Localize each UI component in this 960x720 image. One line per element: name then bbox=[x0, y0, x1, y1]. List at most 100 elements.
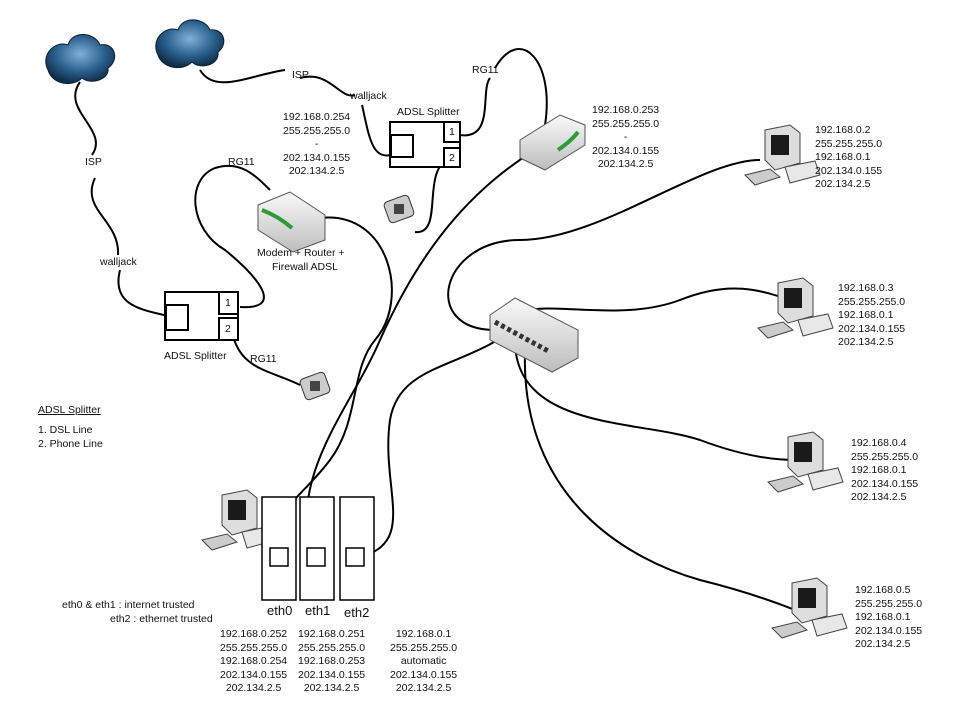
config-line: 192.168.0.1 bbox=[838, 309, 894, 321]
config-line: 255.255.255.0 bbox=[390, 641, 458, 654]
eth0-label: eth0 bbox=[267, 603, 293, 618]
internet-cloud-icon bbox=[45, 34, 116, 85]
adsl-splitter-left bbox=[164, 291, 239, 341]
config-line: 192.168.0.254 bbox=[220, 655, 288, 667]
port-label: 1 bbox=[225, 297, 231, 309]
config-line: 255.255.255.0 bbox=[815, 137, 883, 150]
port-label: 1 bbox=[449, 126, 455, 138]
config-line: 255.255.255.0 bbox=[838, 295, 906, 308]
cable-switch-pc4 bbox=[523, 349, 796, 611]
walljack-label: walljack bbox=[350, 90, 387, 102]
config-line: 192.168.0.2 bbox=[815, 124, 871, 136]
config-line: 202.134.2.5 bbox=[225, 682, 282, 694]
eth2-label: eth2 bbox=[344, 605, 370, 620]
config-line: - bbox=[314, 138, 319, 150]
cable-isp-top bbox=[199, 69, 286, 84]
config-line: 202.134.0.155 bbox=[815, 164, 883, 177]
config-line: 255.255.255.0 bbox=[592, 117, 660, 130]
eth1-label: eth1 bbox=[305, 603, 331, 618]
config-line: automatic bbox=[400, 655, 447, 667]
eth-note: eth0 & eth1 : internet trusted bbox=[62, 599, 195, 611]
port-label: 2 bbox=[225, 323, 231, 335]
config-line: 192.168.0.1 bbox=[395, 628, 452, 640]
config-line: 255.255.255.0 bbox=[283, 124, 351, 137]
config-line: 192.168.0.1 bbox=[815, 151, 871, 163]
config-line: 202.134.0.155 bbox=[390, 668, 458, 681]
rg11-label: RG11 bbox=[228, 156, 255, 168]
port-label: 2 bbox=[449, 152, 455, 164]
cable-switch-pc3 bbox=[514, 344, 796, 461]
computer-icon bbox=[744, 124, 821, 186]
config-line: 202.134.2.5 bbox=[855, 638, 911, 650]
router-icon bbox=[519, 114, 586, 171]
telephone-icon bbox=[383, 194, 415, 224]
modem-label: Firewall ADSL bbox=[272, 261, 338, 273]
config-line: 192.168.0.1 bbox=[851, 464, 907, 476]
computer-icon bbox=[767, 431, 844, 493]
isp-label: ISP bbox=[85, 156, 102, 168]
modem-router-icon bbox=[257, 191, 326, 253]
config-line: 202.134.2.5 bbox=[815, 178, 871, 190]
config-line: 192.168.0.254 bbox=[283, 111, 351, 123]
eth-note: eth2 : ethernet trusted bbox=[110, 613, 213, 625]
config-line: 202.134.0.155 bbox=[283, 151, 351, 164]
config-line: - bbox=[623, 131, 628, 143]
cable-splitter-modem bbox=[194, 164, 271, 309]
cable-phone-top bbox=[414, 157, 451, 234]
config-line: 255.255.255.0 bbox=[855, 597, 923, 610]
config-line: 192.168.0.252 bbox=[220, 628, 288, 640]
config-line: 192.168.0.4 bbox=[851, 437, 907, 449]
config-line: 202.134.2.5 bbox=[851, 491, 907, 503]
legend-item: 2. Phone Line bbox=[38, 438, 103, 450]
config-line: 192.168.0.5 bbox=[855, 584, 911, 596]
config-line: 255.255.255.0 bbox=[220, 641, 288, 654]
config-line: 202.134.2.5 bbox=[303, 682, 360, 694]
walljack-label: walljack bbox=[100, 256, 137, 268]
cable-router-eth1 bbox=[305, 149, 536, 561]
cable-walljack-left bbox=[90, 177, 120, 256]
config-line: 192.168.0.251 bbox=[298, 628, 366, 640]
modem-label: Modem + Router + bbox=[257, 247, 345, 259]
config-line: 202.134.0.155 bbox=[220, 668, 288, 681]
config-line: 202.134.0.155 bbox=[592, 144, 660, 157]
config-line: 202.134.2.5 bbox=[597, 158, 654, 170]
server-interfaces bbox=[261, 496, 375, 601]
switch-icon bbox=[489, 297, 579, 373]
rg11-label: RG11 bbox=[472, 64, 499, 76]
computer-icon bbox=[771, 577, 848, 639]
internet-cloud-icon bbox=[155, 19, 225, 69]
config-line: 202.134.2.5 bbox=[395, 682, 452, 694]
cable-rg11-router bbox=[459, 48, 548, 137]
cable-isp-left bbox=[74, 81, 97, 156]
config-line: 192.168.0.3 bbox=[838, 282, 894, 294]
rg11-label: RG11 bbox=[250, 353, 277, 365]
cable-phone-left bbox=[231, 331, 301, 386]
config-line: 192.168.0.253 bbox=[298, 655, 366, 667]
telephone-icon bbox=[299, 371, 331, 401]
legend-title: ADSL Splitter bbox=[38, 404, 101, 416]
cable-switch-eth2 bbox=[354, 319, 526, 559]
adsl-splitter-top bbox=[389, 121, 461, 168]
splitter-label: ADSL Splitter bbox=[397, 106, 460, 118]
splitter-label: ADSL Splitter bbox=[164, 350, 227, 362]
config-line: 255.255.255.0 bbox=[298, 641, 366, 654]
isp-label: ISP bbox=[292, 69, 309, 81]
cable-isp-walljack bbox=[299, 75, 356, 97]
config-line: 192.168.0.1 bbox=[855, 611, 911, 623]
legend-item: 1. DSL Line bbox=[38, 424, 93, 436]
cable-switch-pc1 bbox=[447, 159, 761, 331]
config-line: 202.134.0.155 bbox=[298, 668, 366, 681]
config-line: 202.134.2.5 bbox=[288, 165, 345, 177]
config-line: 202.134.0.155 bbox=[855, 624, 923, 637]
config-line: 255.255.255.0 bbox=[851, 450, 919, 463]
